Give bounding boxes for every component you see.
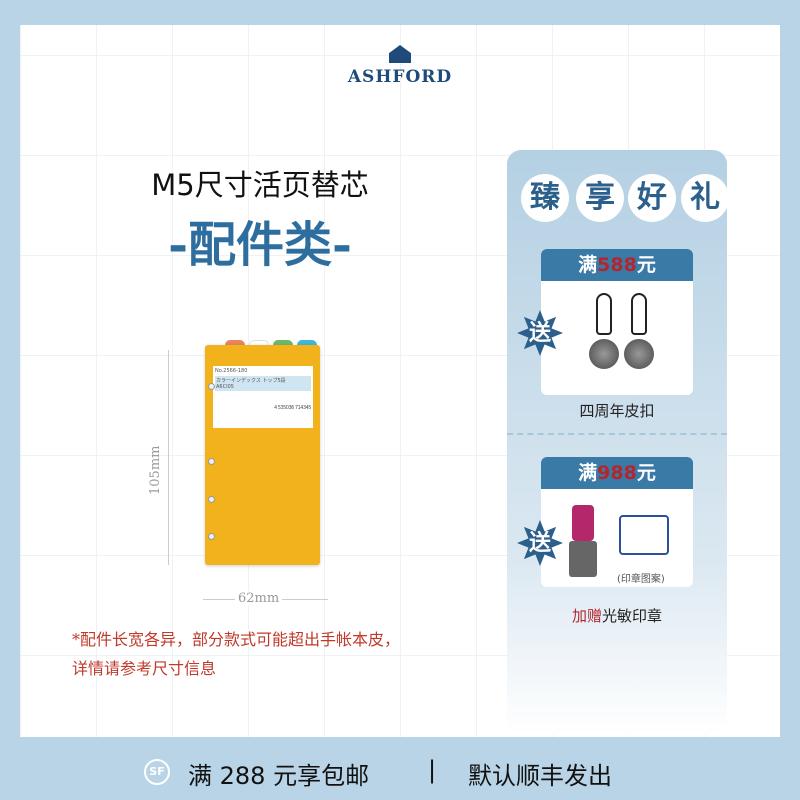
- label-code: A6CI05: [216, 384, 234, 390]
- stamp-pattern-icon: [619, 515, 669, 555]
- gift-amount: 588: [597, 254, 637, 276]
- divider: [507, 433, 727, 435]
- strap-icon: [596, 293, 612, 335]
- heading-char: 礼: [681, 174, 729, 222]
- height-label: 105mm: [148, 445, 163, 495]
- courier-text: 默认顺丰发出: [468, 762, 612, 790]
- barcode: 4 535036 714345: [273, 405, 312, 411]
- footer-bar: SF 满 288 元享包邮 | 默认顺丰发出: [0, 752, 800, 792]
- gift-suffix: 元: [636, 254, 656, 276]
- ring-hole: [208, 383, 215, 390]
- gift-badge: 送: [517, 310, 563, 356]
- heading-char: 好: [628, 174, 676, 222]
- gift-caption: 四周年皮扣: [579, 402, 655, 420]
- gift-panel: [507, 150, 727, 735]
- page-title: M5尺寸活页替芯: [151, 168, 369, 202]
- brand-logo: ASHFORD: [340, 45, 460, 87]
- gift-suffix: 元: [636, 462, 656, 484]
- house-logo-icon: [389, 45, 411, 63]
- gift-amount: 988: [597, 462, 637, 484]
- shipping-text: 满 288 元享包邮: [188, 762, 370, 790]
- image-note: (印章图案): [617, 574, 665, 585]
- ring-hole: [208, 533, 215, 540]
- sf-express-icon: SF: [144, 759, 170, 785]
- height-dimension-line: [168, 350, 169, 565]
- width-label: 62mm: [235, 591, 283, 606]
- stamp-body: [569, 541, 597, 577]
- ring-hole: [208, 496, 215, 503]
- caption-highlight: 加赠: [571, 607, 602, 625]
- leather-charm-image: [589, 339, 619, 369]
- heading-char: 享: [576, 174, 624, 222]
- note-line: *配件长宽各异，部分款式可能超出手帐本皮，: [72, 630, 401, 649]
- footer-separator: |: [428, 756, 437, 784]
- logo-text: ASHFORD: [347, 67, 453, 87]
- gift-caption: 光敏印章: [602, 607, 663, 625]
- leather-charm-image: [624, 339, 654, 369]
- note-line: 详情请参考尺寸信息: [72, 659, 217, 678]
- category-subtitle: -配件类-: [168, 217, 352, 273]
- gift-prefix: 满: [578, 462, 598, 484]
- gift-prefix: 满: [578, 254, 598, 276]
- label-name: カラーインデックス トップ5段: [216, 378, 286, 384]
- gift-box-588: 满588元: [541, 249, 693, 395]
- heading-char: 臻: [521, 174, 569, 222]
- ring-hole: [208, 458, 215, 465]
- stamp-image: [572, 505, 594, 541]
- size-note: *配件长宽各异，部分款式可能超出手帐本皮， 详情请参考尺寸信息: [72, 625, 400, 683]
- gift-badge: 送: [517, 520, 563, 566]
- label-number: No.2566-180: [215, 368, 248, 374]
- gift-box-988: 满988元 (印章图案): [541, 457, 693, 587]
- strap-icon: [631, 293, 647, 335]
